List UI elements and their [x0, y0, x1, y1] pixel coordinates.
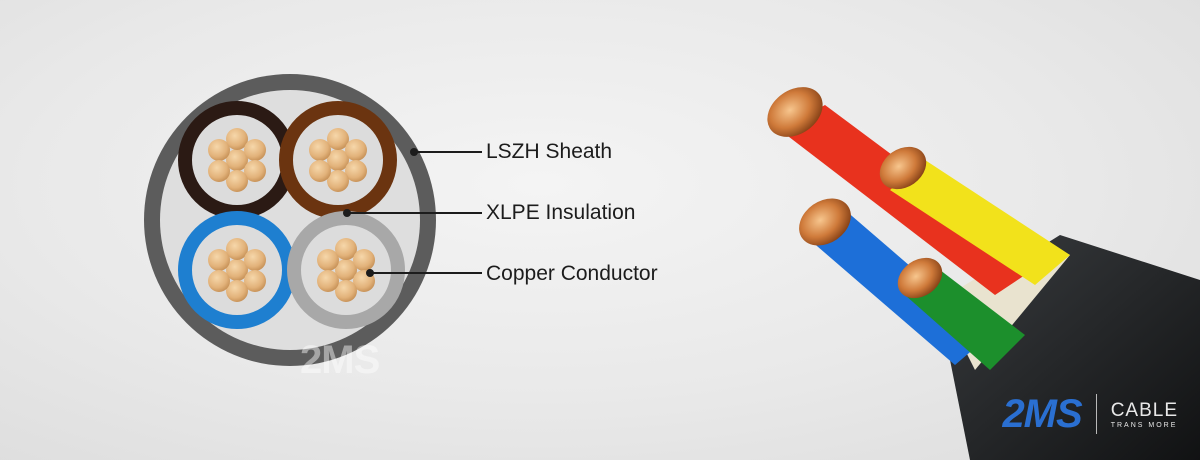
copper-end-green — [897, 257, 943, 299]
callout-dot-conductor — [366, 269, 374, 277]
copper-end-blue — [799, 198, 851, 246]
core-blue-copper-strand — [244, 249, 266, 271]
brand-logo: 2MS CABLE TRANS MORE — [1002, 392, 1178, 436]
core-black-copper-strand — [226, 128, 248, 150]
core-brown-copper-strand — [327, 128, 349, 150]
cable-photo-illustration — [767, 87, 1200, 460]
logo-tagline: TRANS MORE — [1110, 421, 1178, 429]
core-black-copper-strand — [244, 139, 266, 161]
core-brown-copper-strand — [345, 139, 367, 161]
core-grey-copper-strand — [335, 238, 357, 260]
copper-end-red — [767, 87, 823, 137]
core-brown-copper-strand — [309, 160, 331, 182]
core-blue-copper-strand — [208, 249, 230, 271]
core-black-copper-strand — [208, 160, 230, 182]
copper-end-yellow — [879, 146, 927, 190]
core-blue-copper-strand — [226, 238, 248, 260]
core-blue-copper-strand — [226, 259, 248, 281]
callout-dot-sheath — [410, 148, 418, 156]
core-blue-copper-strand — [226, 280, 248, 302]
callout-label-xlpe-insulation: XLPE Insulation — [486, 201, 636, 224]
core-black-copper-strand — [208, 139, 230, 161]
callout-label-lszh-sheath: LSZH Sheath — [486, 140, 613, 163]
logo-mark: 2MS — [1002, 391, 1082, 436]
watermark-logo: 2MS — [300, 338, 380, 382]
logo-divider — [1095, 394, 1097, 434]
core-blue-copper-strand — [244, 270, 266, 292]
core-black-copper-strand — [244, 160, 266, 182]
green-core — [905, 270, 1025, 370]
core-grey-copper-strand — [335, 280, 357, 302]
core-black-copper-strand — [226, 170, 248, 192]
core-brown-copper-strand — [327, 149, 349, 171]
core-brown-copper-strand — [327, 170, 349, 192]
core-grey-copper-strand — [317, 249, 339, 271]
core-brown-copper-strand — [345, 160, 367, 182]
core-grey-copper-strand — [317, 270, 339, 292]
core-blue-copper-strand — [208, 270, 230, 292]
callout-dot-insulation — [343, 209, 351, 217]
core-black-copper-strand — [226, 149, 248, 171]
callout-label-copper-conductor: Copper Conductor — [486, 262, 658, 285]
core-brown-copper-strand — [309, 139, 331, 161]
core-grey-copper-strand — [335, 259, 357, 281]
cable-cross-section — [144, 74, 482, 366]
yellow-core — [890, 160, 1070, 285]
core-grey-copper-strand — [353, 249, 375, 271]
logo-word: CABLE — [1110, 399, 1178, 421]
